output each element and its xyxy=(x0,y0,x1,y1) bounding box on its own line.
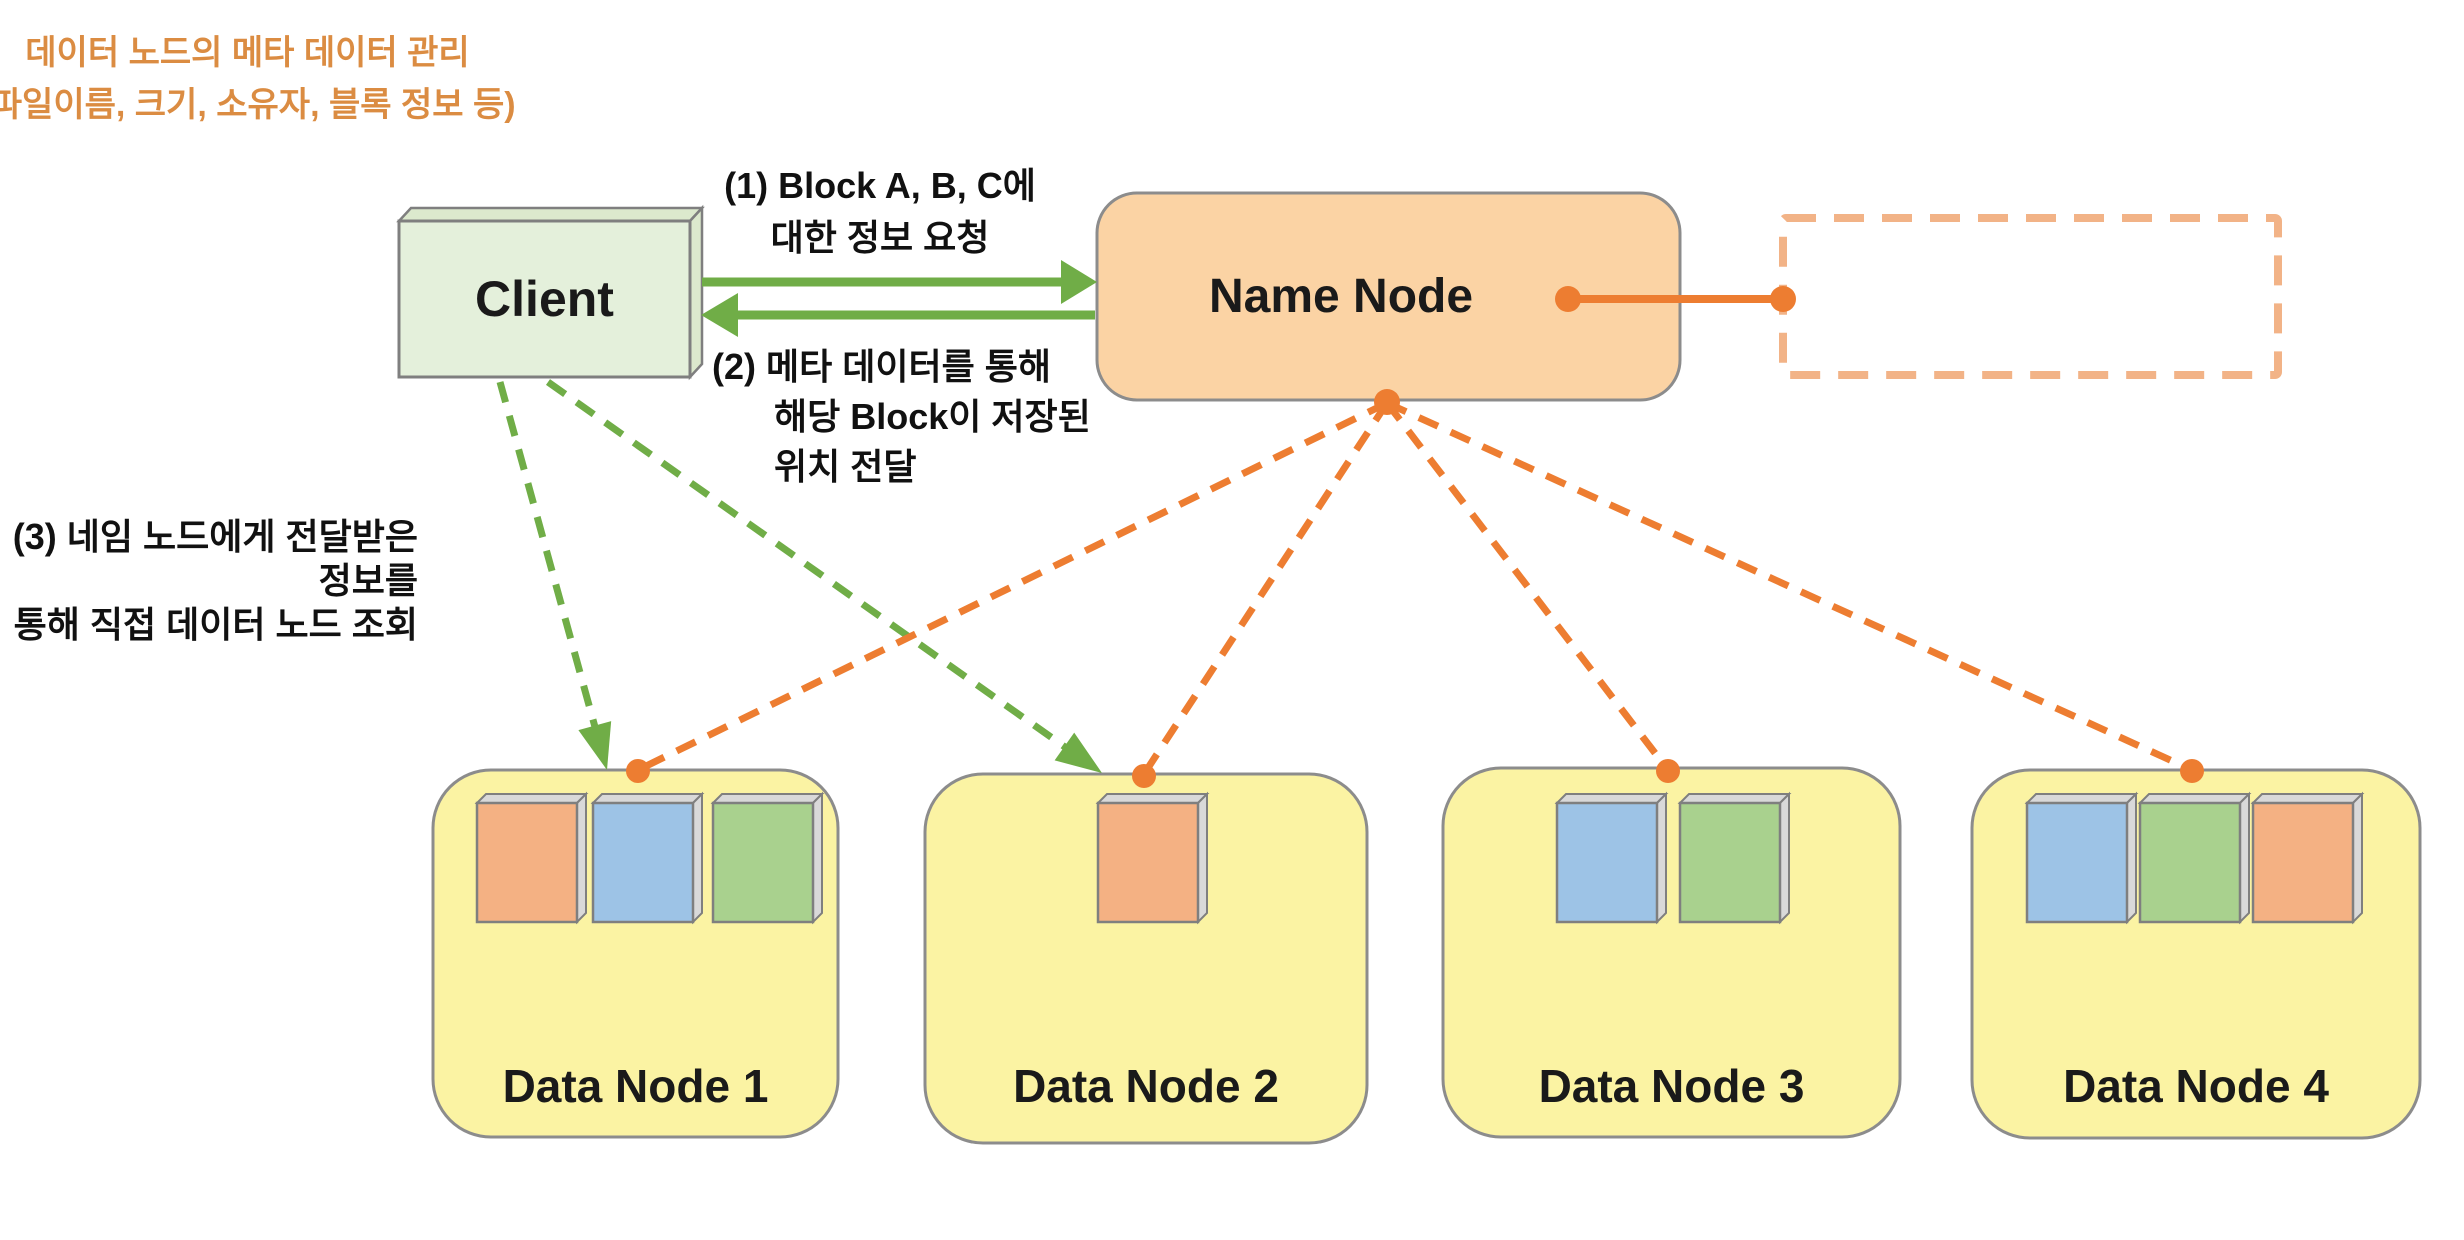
dashed-link-namenode-to-datanode2 xyxy=(1141,401,1390,776)
annotation-line: 위치 전달 xyxy=(774,446,917,487)
annotation-line: 대한 정보 요청 xyxy=(770,217,990,258)
dashed-link-namenode-to-datanode4 xyxy=(1385,399,2194,774)
data-node-1-label: Data Node 1 xyxy=(502,1060,769,1112)
dashed-arrow-client-to-datanode1 xyxy=(496,381,612,770)
block xyxy=(2024,791,2139,925)
data-node-3-blocks xyxy=(1554,791,1792,925)
connector-dot-datanode3 xyxy=(1656,759,1680,783)
block xyxy=(474,791,589,925)
data-node-2-blocks xyxy=(1095,791,1210,925)
data-node-3-label: Data Node 3 xyxy=(1538,1060,1805,1112)
data-node-4-label: Data Node 4 xyxy=(2063,1060,2329,1112)
annotation-location-response: (2) 메타 데이터를 통해 해당 Block이 저장된 위치 전달 xyxy=(712,342,1091,492)
annotation-line: 해당 Block이 저장된 xyxy=(774,396,1091,437)
block xyxy=(1554,791,1669,925)
name-node-label: Name Node xyxy=(1208,270,1474,323)
connector-dot-namenode xyxy=(1374,389,1400,415)
annotation-line: 데이터 노드의 메타 데이터 관리 xyxy=(25,33,470,72)
block xyxy=(2250,791,2365,925)
data-node-1-blocks xyxy=(474,791,825,925)
annotation-request-info: (1) Block A, B, C에 대한 정보 요청 xyxy=(660,160,1100,264)
block xyxy=(2137,791,2252,925)
connector-dot-datanode2 xyxy=(1132,764,1156,788)
connector-dot xyxy=(1770,286,1796,312)
dashed-arrow-client-to-datanode2 xyxy=(545,379,1102,773)
client-box-top-face xyxy=(396,206,705,223)
data-node-4-blocks xyxy=(2024,791,2365,925)
annotation-line: (1) Block A, B, C에 xyxy=(724,165,1036,206)
annotation-line: (3) 네임 노드에게 전달받은 정보를 xyxy=(12,516,418,601)
annotation-line: (2) 메타 데이터를 통해 xyxy=(712,346,1051,387)
block xyxy=(1677,791,1792,925)
client-box xyxy=(396,204,705,381)
link-namenode-to-metadata-note xyxy=(1555,286,1796,312)
client-label: Client xyxy=(475,271,614,327)
annotation-line: (파일이름, 크기, 소유자, 블록 정보 등) xyxy=(0,85,516,124)
client-box-front-face xyxy=(397,219,692,379)
block xyxy=(1095,791,1210,925)
dashed-link-namenode-to-datanode3 xyxy=(1384,400,1671,773)
data-node-2-label: Data Node 2 xyxy=(1013,1060,1279,1112)
metadata-note-box xyxy=(1779,214,2282,379)
arrow-namenode-to-client xyxy=(701,293,1095,337)
block xyxy=(710,791,825,925)
connector-dot-datanode1 xyxy=(626,759,650,783)
connector-dot-datanode4 xyxy=(2180,759,2204,783)
annotation-line: 통해 직접 데이터 노드 조회 xyxy=(13,604,418,645)
metadata-note-text: 데이터 노드의 메타 데이터 관리 (파일이름, 크기, 소유자, 블록 정보 … xyxy=(0,0,516,157)
annotation-direct-query: (3) 네임 노드에게 전달받은 정보를 통해 직접 데이터 노드 조회 xyxy=(0,515,418,647)
arrow-client-to-namenode xyxy=(702,260,1097,304)
block xyxy=(590,791,705,925)
connector-dot xyxy=(1555,286,1581,312)
